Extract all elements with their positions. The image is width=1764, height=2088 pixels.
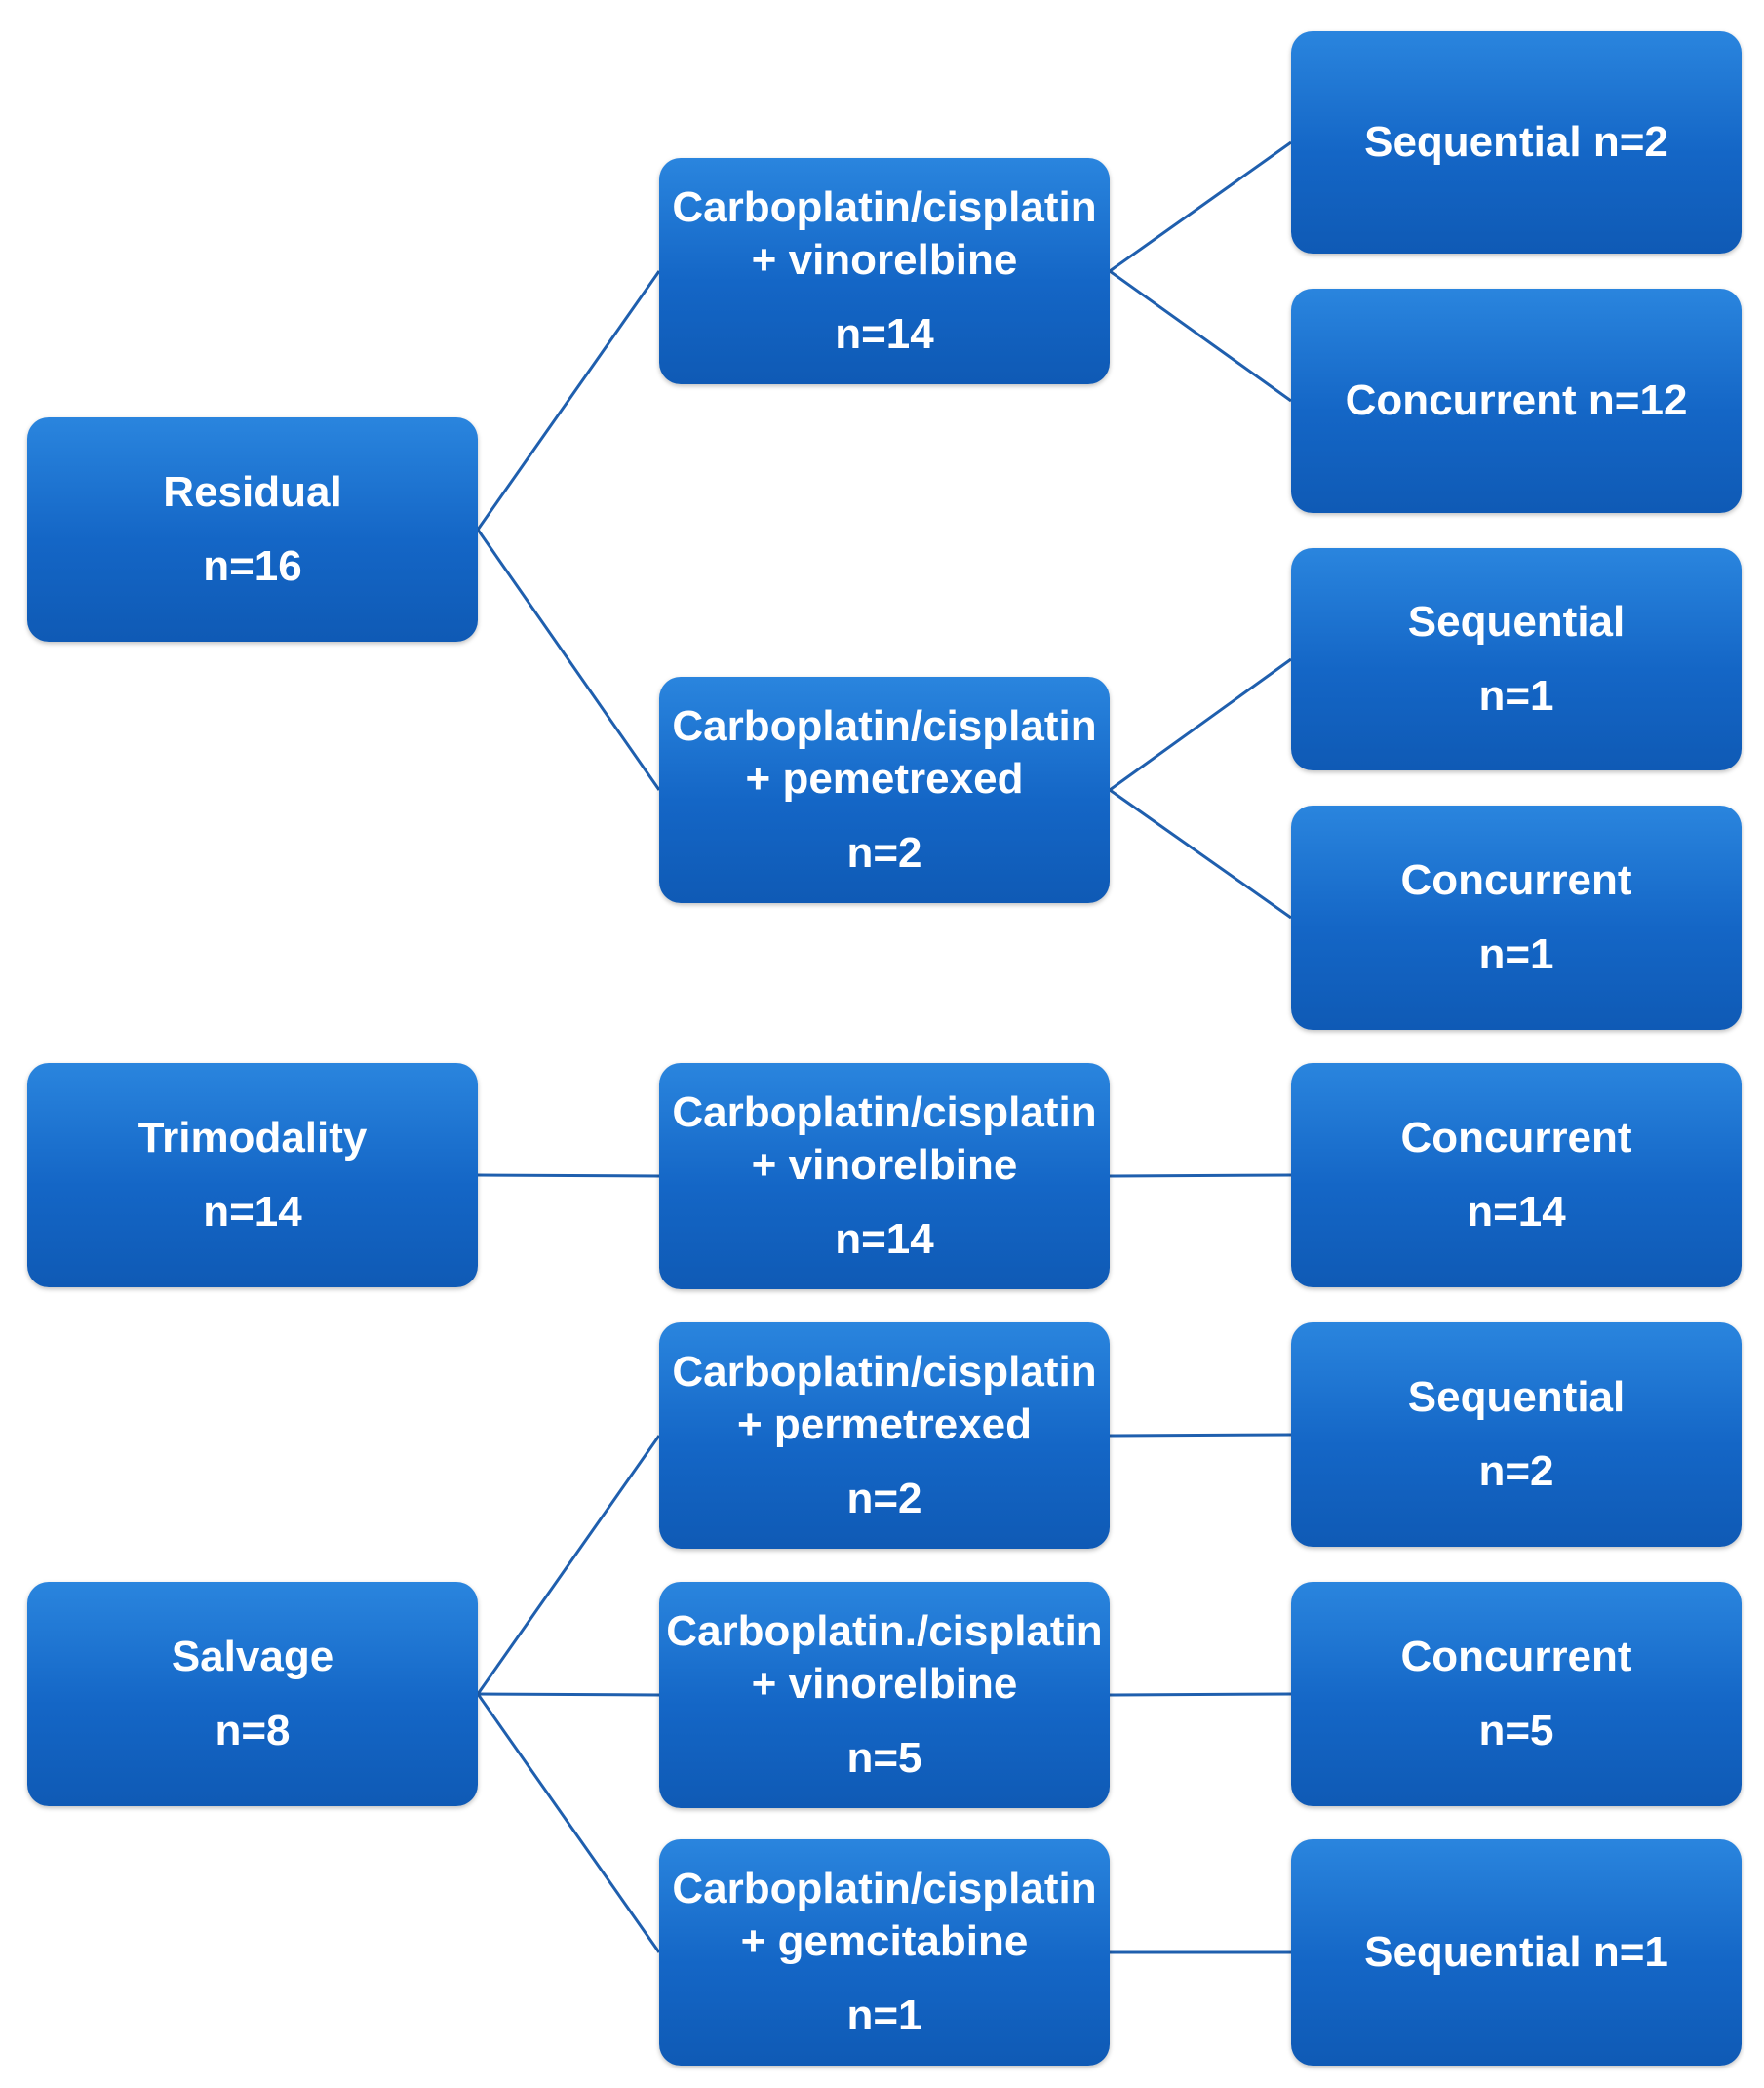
node-text-line: + vinorelbine	[751, 1141, 1018, 1189]
node-text-line: Concurrent	[1400, 1633, 1632, 1680]
node-text-line: n=1	[1478, 672, 1554, 720]
node-text-line: Sequential n=2	[1364, 118, 1668, 166]
node-text-line: n=14	[835, 310, 934, 358]
node-trimodality: Trimodality n=14	[27, 1063, 478, 1287]
node-text-line: n=5	[846, 1734, 922, 1782]
node-text-line: n=1	[1478, 930, 1554, 978]
node-text-line: + vinorelbine	[751, 1660, 1018, 1708]
node-text-line: Sequential	[1407, 1373, 1626, 1421]
connector-res_pem-to-res_pem_conc	[1109, 788, 1292, 920]
node-text-line: Carboplatin/cisplatin	[672, 1865, 1097, 1912]
connector-residual-to-res_vin	[476, 270, 661, 531]
connector-res_pem-to-res_pem_seq	[1109, 657, 1292, 792]
node-salvage-gemcitabine: Carboplatin/cisplatin + gemcitabine n=1	[659, 1839, 1110, 2066]
node-text-line: Salvage	[171, 1633, 334, 1680]
node-text-line: + gemcitabine	[740, 1917, 1029, 1965]
connector-salvage-to-sal_vin	[477, 1692, 660, 1697]
node-text-line: n=2	[846, 1475, 922, 1522]
connector-tri_vin-to-tri_vin_conc	[1109, 1173, 1292, 1178]
connector-res_vin-to-res_vin_conc	[1109, 269, 1292, 403]
node-text-line: Carboplatin/cisplatin	[672, 702, 1097, 750]
connector-sal_perm-to-sal_perm_seq	[1109, 1433, 1292, 1438]
node-text-line: Carboplatin/cisplatin	[672, 1348, 1097, 1396]
node-text-line: n=2	[1478, 1447, 1554, 1495]
node-text-line: + permetrexed	[736, 1400, 1033, 1448]
node-residual-vinorelbine: Carboplatin/cisplatin + vinorelbine n=14	[659, 158, 1110, 384]
node-text-line: Sequential n=1	[1364, 1928, 1668, 1976]
node-text-line: + vinorelbine	[751, 236, 1018, 284]
node-salvage: Salvage n=8	[27, 1582, 478, 1806]
node-text-line: Trimodality	[137, 1114, 368, 1162]
connector-residual-to-res_pem	[476, 529, 661, 791]
node-text-line: n=5	[1478, 1707, 1554, 1754]
node-trimodality-vinorelbine: Carboplatin/cisplatin + vinorelbine n=14	[659, 1063, 1110, 1289]
connector-salvage-to-sal_perm	[476, 1435, 661, 1695]
node-salvage-permetrexed-sequential: Sequential n=2	[1291, 1322, 1742, 1547]
node-salvage-vinorelbine-concurrent: Concurrent n=5	[1291, 1582, 1742, 1806]
node-text-line: Concurrent n=12	[1345, 376, 1688, 424]
node-residual-pemetrexed-concurrent: Concurrent n=1	[1291, 806, 1742, 1030]
node-text-line: Carboplatin./cisplatin	[666, 1607, 1103, 1655]
node-salvage-vinorelbine: Carboplatin./cisplatin + vinorelbine n=5	[659, 1582, 1110, 1808]
connector-sal_vin-to-sal_vin_conc	[1109, 1692, 1292, 1697]
node-residual-vinorelbine-sequential: Sequential n=2	[1291, 31, 1742, 254]
node-residual: Residual n=16	[27, 417, 478, 642]
node-residual-pemetrexed-sequential: Sequential n=1	[1291, 548, 1742, 770]
connector-res_vin-to-res_vin_seq	[1109, 140, 1292, 273]
node-text-line: Carboplatin/cisplatin	[672, 183, 1097, 231]
node-text-line: Sequential	[1407, 598, 1626, 646]
node-text-line: Carboplatin/cisplatin	[672, 1088, 1097, 1136]
node-text-line: Concurrent	[1400, 1114, 1632, 1162]
node-text-line: n=16	[203, 542, 302, 590]
node-text-line: Concurrent	[1400, 856, 1632, 904]
connector-salvage-to-sal_gem	[476, 1693, 661, 1953]
connector-trimodality-to-tri_vin	[477, 1173, 660, 1178]
node-text-line: n=1	[846, 1991, 922, 2039]
node-text-line: n=2	[846, 829, 922, 877]
node-text-line: + pemetrexed	[745, 755, 1024, 803]
node-salvage-permetrexed: Carboplatin/cisplatin+ permetrexed n=2	[659, 1322, 1110, 1549]
node-residual-vinorelbine-concurrent: Concurrent n=12	[1291, 289, 1742, 513]
node-trimodality-concurrent: Concurrent n=14	[1291, 1063, 1742, 1287]
node-salvage-gemcitabine-sequential: Sequential n=1	[1291, 1839, 1742, 2066]
node-text-line: n=14	[203, 1188, 302, 1236]
node-text-line: Residual	[163, 468, 342, 516]
node-text-line: n=8	[215, 1707, 291, 1754]
node-text-line: n=14	[835, 1215, 934, 1263]
node-residual-pemetrexed: Carboplatin/cisplatin + pemetrexed n=2	[659, 677, 1110, 903]
node-text-line: n=14	[1467, 1188, 1566, 1236]
